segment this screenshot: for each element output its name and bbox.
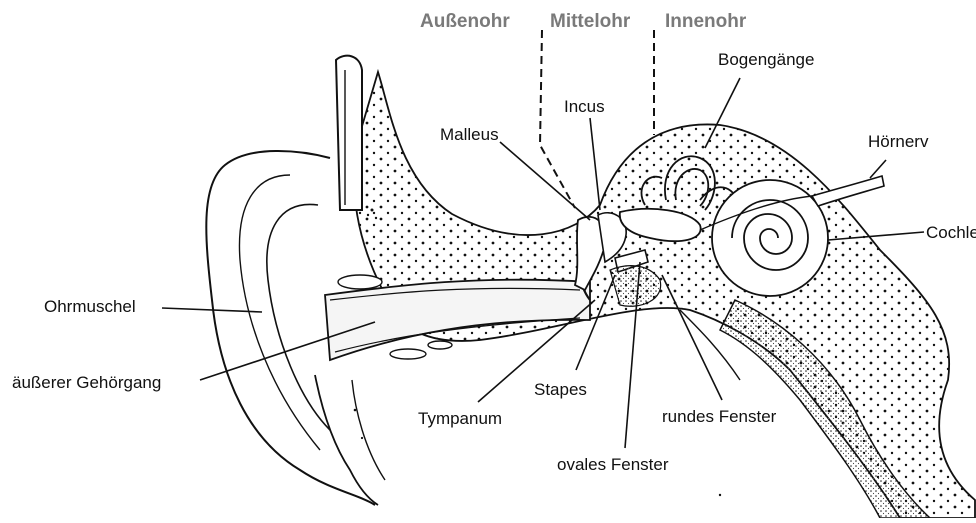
label-stapes: Stapes (534, 381, 587, 398)
label-ovales-fenster: ovales Fenster (557, 456, 669, 473)
section-inner-ear: Innenohr (665, 12, 746, 31)
auricle-helix (239, 175, 320, 450)
label-malleus: Malleus (440, 126, 499, 143)
label-rundes-fenster: rundes Fenster (662, 408, 776, 425)
label-ohrmuschel: Ohrmuschel (44, 298, 136, 315)
label-incus: Incus (564, 98, 605, 115)
section-outer-ear: Außenohr (420, 12, 510, 31)
section-middle-ear: Mittelohr (550, 12, 630, 31)
label-gehoergang: äußerer Gehörgang (12, 374, 161, 391)
label-hoernerv: Hörnerv (868, 133, 928, 150)
label-bogengaenge: Bogengänge (718, 51, 814, 68)
label-cochlea: Cochlea (926, 224, 976, 241)
cochlea-spiral (712, 180, 828, 296)
label-tympanum: Tympanum (418, 410, 502, 427)
upper-tissue (336, 56, 362, 210)
